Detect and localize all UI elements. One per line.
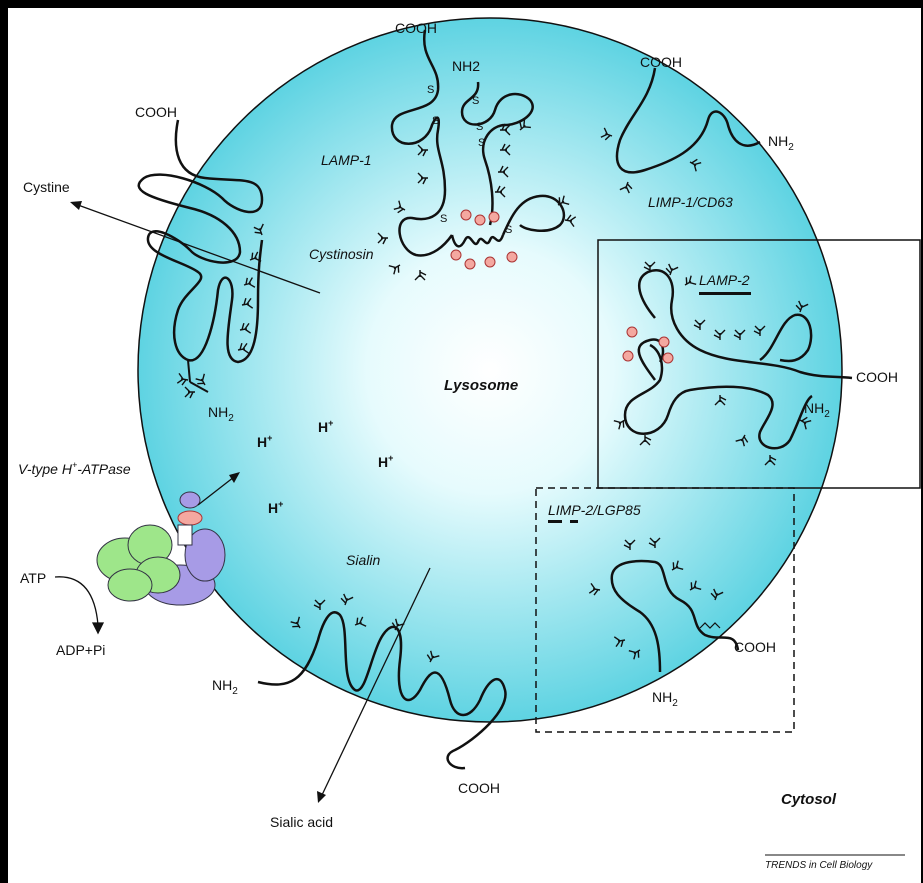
sialic-acid-label: Sialic acid — [270, 814, 333, 830]
cytosol-label: Cytosol — [781, 791, 837, 808]
lamp2-cooh-label: COOH — [856, 369, 898, 385]
limp2-underline-dash — [548, 520, 562, 523]
disulfide-label: S — [432, 115, 439, 127]
disulfide-label: S — [440, 213, 447, 225]
lysosome-label: Lysosome — [444, 377, 518, 394]
sialin-cooh-label: COOH — [458, 780, 500, 796]
lamp2-underline — [699, 292, 751, 295]
atp-label: ATP — [20, 570, 46, 586]
cystinosin-cooh-label: COOH — [135, 104, 177, 120]
limp2-label: LIMP-2/LGP85 — [548, 502, 641, 518]
limp2-nh2-label: NH2 — [652, 689, 678, 709]
lamp1-nh2-label: NH2 — [452, 58, 480, 74]
limp2-underline-dash — [570, 520, 578, 523]
limp1-nh2-label: NH2 — [768, 133, 794, 153]
atp-hydrolysis-arrow — [55, 577, 103, 633]
lysosome-membrane — [138, 18, 842, 722]
cystine-label: Cystine — [23, 179, 70, 195]
lamp1-cooh-label: COOH — [395, 20, 437, 36]
sialin-label: Sialin — [346, 552, 380, 568]
credit-label: TRENDS in Cell Biology — [765, 860, 873, 871]
sialin-nh2-label: NH2 — [212, 677, 238, 697]
disulfide-label: S — [478, 137, 485, 149]
v-atpase-label: V-type H+-ATPase — [18, 460, 131, 477]
disulfide-label: S — [427, 84, 434, 96]
lamp2-label: LAMP-2 — [699, 272, 750, 288]
limp1-cooh-label: COOH — [640, 54, 682, 70]
limp2-cooh-label: COOH — [734, 639, 776, 655]
cystinosin-label: Cystinosin — [309, 246, 374, 262]
disulfide-label: S — [505, 224, 512, 236]
disulfide-label: S — [476, 121, 483, 133]
limp1-label: LIMP-1/CD63 — [648, 194, 733, 210]
adp-label: ADP+Pi — [56, 642, 105, 658]
lamp1-label: LAMP-1 — [321, 152, 372, 168]
disulfide-label: S — [472, 95, 479, 107]
